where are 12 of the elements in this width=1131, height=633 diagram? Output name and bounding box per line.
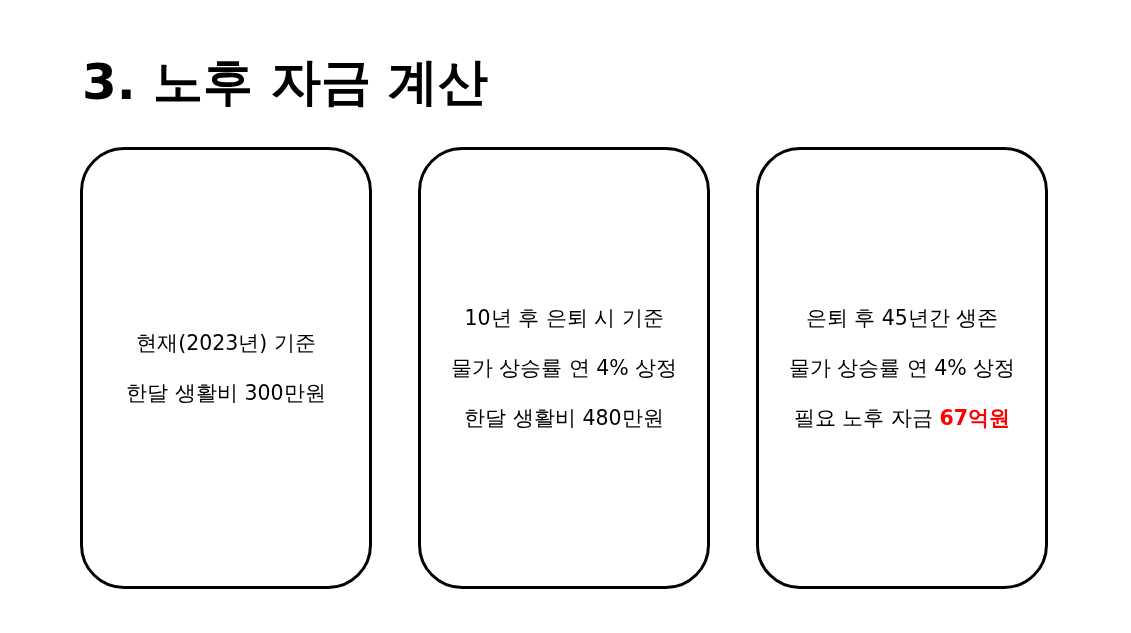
card-text: 10년 후 은퇴 시 기준 <box>464 305 664 331</box>
rounded-card <box>80 147 372 589</box>
card-text: 물가 상승률 연 4% 상정 <box>788 355 1016 381</box>
card-text: 한달 생활비 480만원 <box>464 405 664 431</box>
card-text: 은퇴 후 45년간 생존 <box>805 305 999 331</box>
card-text: 물가 상승률 연 4% 상정 <box>450 355 678 381</box>
card-text: 필요 노후 자금 67억원 <box>793 405 1011 431</box>
card-text: 한달 생활비 300만원 <box>126 380 326 406</box>
title: 3. 노후 자금 계산 <box>82 52 488 112</box>
card-text: 현재(2023년) 기준 <box>136 330 316 356</box>
rounded-card <box>756 147 1048 589</box>
rounded-card <box>418 147 710 589</box>
